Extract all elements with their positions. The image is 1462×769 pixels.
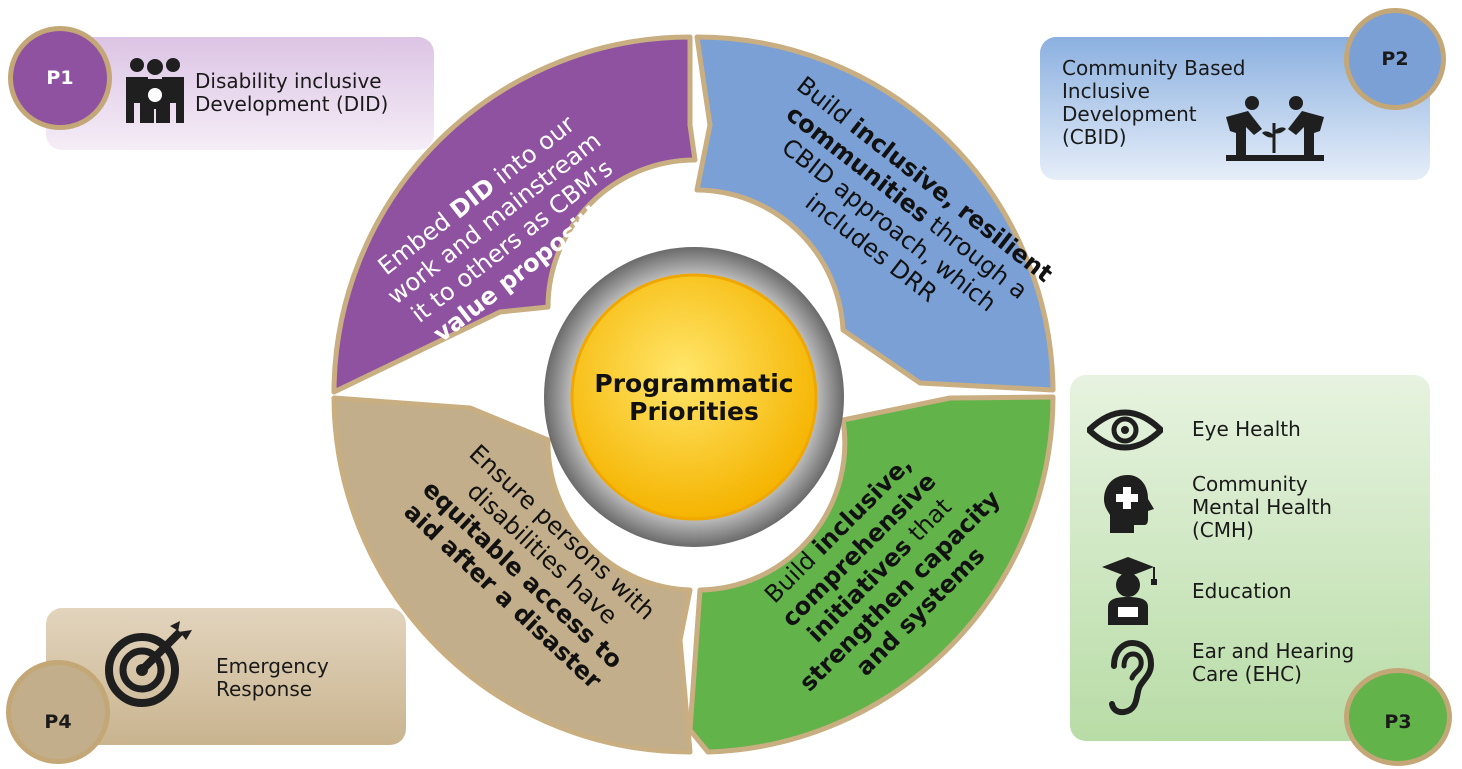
p4-segment bbox=[331, 395, 693, 755]
center-title-line1: Programmatic bbox=[594, 369, 793, 398]
p3-item-label: Community Mental Health (CMH) bbox=[1192, 472, 1332, 542]
p1-card-label: Disability inclusive Development (DID) bbox=[195, 69, 389, 116]
p3-item-label: Ear and Hearing Care (EHC) bbox=[1192, 639, 1355, 686]
p2-card-label: Community Based Inclusive Development (C… bbox=[1062, 56, 1246, 149]
p3-segment bbox=[687, 394, 1056, 755]
p1-card bbox=[46, 37, 434, 150]
eye-icon bbox=[1084, 407, 1166, 457]
p3-badge: P3 bbox=[1344, 668, 1452, 766]
planting-hands-icon bbox=[1222, 95, 1328, 167]
people-group-icon bbox=[124, 55, 186, 131]
p3-item-label: Education bbox=[1192, 579, 1292, 603]
p3-item-label: Eye Health bbox=[1192, 417, 1301, 441]
graduate-icon bbox=[1100, 555, 1160, 631]
p2-badge: P2 bbox=[1344, 8, 1446, 110]
p2-segment bbox=[694, 34, 1056, 393]
p1-badge: P1 bbox=[8, 26, 112, 130]
target-dart-icon bbox=[104, 618, 196, 712]
ear-icon bbox=[1106, 639, 1155, 720]
p4-badge: P4 bbox=[6, 660, 110, 764]
p4-card-label: Emergency Response bbox=[216, 654, 329, 701]
center-core bbox=[570, 273, 818, 521]
center-title-line2: Priorities bbox=[629, 397, 759, 426]
head-cross-icon bbox=[1100, 473, 1156, 539]
p1-segment bbox=[331, 34, 698, 395]
